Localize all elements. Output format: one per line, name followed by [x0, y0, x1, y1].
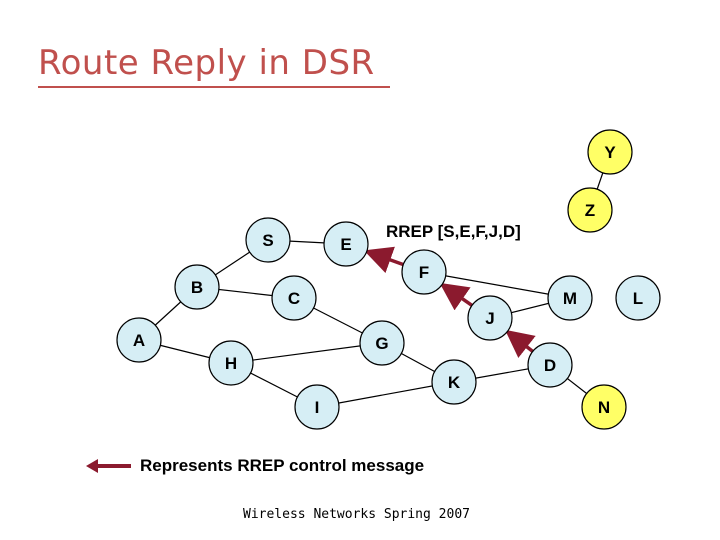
node-label-k: K: [448, 373, 461, 392]
node-circle-e: [323, 221, 369, 267]
node-label-d: D: [544, 356, 556, 375]
node-f: F: [401, 249, 447, 295]
node-g: G: [359, 320, 405, 366]
node-label-m: M: [563, 289, 577, 308]
node-label-y: Y: [604, 143, 616, 162]
node-b: B: [174, 264, 220, 310]
node-circle-z: [567, 187, 613, 233]
node-label-g: G: [375, 334, 388, 353]
node-label-n: N: [598, 398, 610, 417]
slide-footer: Wireless Networks Spring 2007: [243, 507, 470, 522]
node-circle-m: [547, 275, 593, 321]
node-k: K: [431, 359, 477, 405]
node-circle-i: [294, 384, 340, 430]
node-label-s: S: [262, 231, 273, 250]
node-l: L: [615, 275, 661, 321]
legend-text: Represents RREP control message: [140, 456, 425, 475]
nodes-layer: Y Z S E F B C M L J A G H D K I N: [116, 129, 661, 430]
slide-title: Route Reply in DSR: [38, 43, 375, 83]
node-z: Z: [567, 187, 613, 233]
edge-h-g: [230, 342, 383, 364]
rrep-annotation: RREP [S,E,F,J,D]: [386, 222, 521, 241]
rrep-arrow-d-j: [504, 329, 536, 359]
node-circle-l: [615, 275, 661, 321]
legend-arrow-icon: [86, 459, 131, 473]
edge-k-i: [316, 381, 455, 408]
node-label-j: J: [485, 309, 494, 328]
node-h: H: [208, 340, 254, 386]
rrep-arrow-j-f: [439, 282, 475, 311]
node-s: S: [245, 217, 291, 263]
rrep-arrows-layer: [363, 246, 536, 359]
node-circle-d: [527, 342, 573, 388]
rrep-arrow-f-e: [363, 246, 406, 274]
node-circle-h: [208, 340, 254, 386]
node-circle-y: [587, 129, 633, 175]
node-circle-g: [359, 320, 405, 366]
node-label-i: I: [315, 398, 320, 417]
node-circle-b: [174, 264, 220, 310]
node-n: N: [581, 384, 627, 430]
node-label-c: C: [288, 289, 300, 308]
node-label-z: Z: [585, 201, 595, 220]
node-label-f: F: [419, 263, 429, 282]
node-c: C: [271, 275, 317, 321]
node-circle-f: [401, 249, 447, 295]
node-m: M: [547, 275, 593, 321]
node-i: I: [294, 384, 340, 430]
edge-f-m: [423, 271, 571, 299]
node-e: E: [323, 221, 369, 267]
node-d: D: [527, 342, 573, 388]
node-label-e: E: [340, 235, 351, 254]
node-label-b: B: [191, 278, 203, 297]
node-circle-k: [431, 359, 477, 405]
node-circle-n: [581, 384, 627, 430]
title-underline: [38, 86, 390, 88]
node-circle-s: [245, 217, 291, 263]
node-a: A: [116, 317, 162, 363]
node-label-a: A: [133, 331, 145, 350]
node-circle-c: [271, 275, 317, 321]
node-label-h: H: [225, 354, 237, 373]
node-circle-a: [116, 317, 162, 363]
node-circle-j: [467, 295, 513, 341]
node-j: J: [467, 295, 513, 341]
node-y: Y: [587, 129, 633, 175]
node-label-l: L: [633, 289, 643, 308]
